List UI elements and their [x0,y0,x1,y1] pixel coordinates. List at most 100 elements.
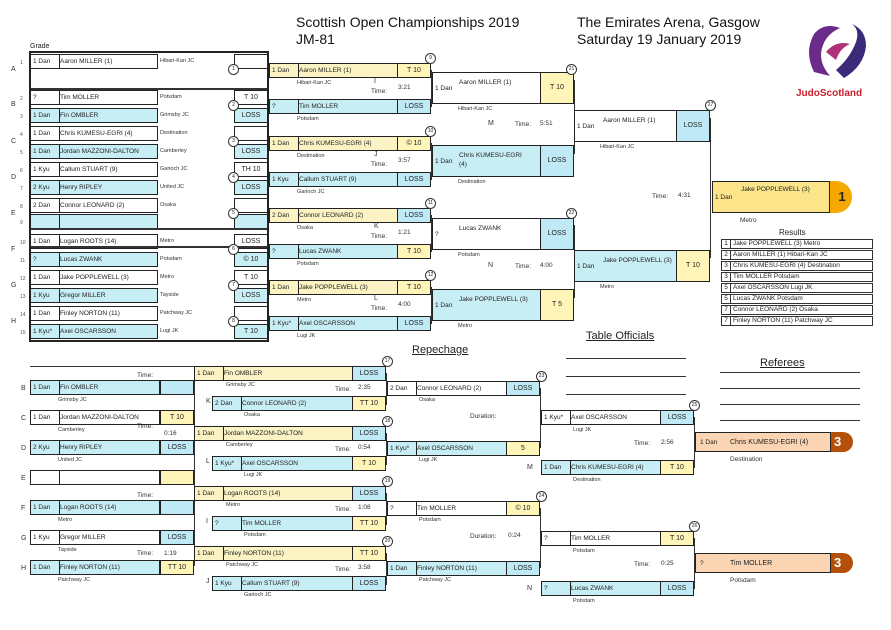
bronze-bottom-name: Lucas ZWANK [571,585,614,592]
pool-divider [30,228,268,230]
result-place: 7 [722,306,731,314]
bronze-top-name: Tim MOLLER [571,535,611,542]
rep-r3-score: © 10 [506,501,540,516]
r2-bottom: 1 Kyu*Axel OSCARSSON [269,316,401,331]
time-label: Time: [515,121,532,128]
entrant-club: Destination [160,130,188,136]
rep-time-label: Time: [335,566,352,573]
entrant-club: Tayside [160,292,179,298]
bracket-line [431,70,432,107]
result-place: 3 [722,262,731,270]
gold-place: 1 [838,189,846,204]
r2-top-score: T 10 [397,280,431,295]
rep-r2-top-club: Camberley [226,442,253,448]
seed-number: 4 [20,132,23,138]
bronze-top-score: T 10 [660,531,694,546]
r2-top-grade: 1 Dan [270,281,299,294]
finalist-grade: 1 Dan [577,263,595,270]
bronze-winner-name: Chris KUMESU-EGRI (4) [730,439,809,446]
r2-bottom-score: LOSS [397,316,431,331]
entrant-club: Grimsby JC [160,112,189,118]
r2-bottom-name: Lucas ZWANK [299,248,342,255]
entrant-row: 1 Kyu*Axel OSCARSSON [30,324,158,339]
rep-r3-player-name: Tim MOLLER [417,505,457,512]
rep-r2-top-grade: 1 Dan [195,367,224,380]
semi-match-letter: N [488,262,494,269]
result-entry: Lucas ZWANK Potsdam [733,295,803,302]
r2-top-score: T 10 [397,63,431,78]
signature-line [566,394,686,395]
rep-r2-bottom-score: LOSS [352,576,386,591]
pool-letter-h: H [11,318,17,325]
entrant-row-grade: 1 Dan [31,307,60,320]
finalist-name: Aaron MILLER (1) [603,117,656,124]
entrant-row-name: Jordan MAZZONI-DALTON [60,148,139,155]
match-letter: J [374,151,378,158]
r3-score: LOSS [540,145,574,177]
bronze-place: 3 [834,555,842,570]
rep-entrant-club: Patchway JC [58,577,91,583]
rep-r1-score: TT 10 [160,560,194,575]
match-time: 3:21 [398,84,411,91]
event-date: Saturday 19 January 2019 [577,31,742,47]
bronze-bottom-grade: 1 Dan [542,461,571,474]
bronze-top: 1 Kyu*Axel OSCARSSON [541,410,661,425]
match-number-badge: 4 [228,172,239,183]
r2-top-grade: 1 Dan [270,137,299,150]
r2-bottom: ?Lucas ZWANK [269,244,401,259]
r2-bottom-club: Lugi JK [297,333,316,339]
rep-r2-time: 0:54 [358,444,371,451]
seed-number: 12 [20,276,26,282]
r3-grade: ? [435,231,439,238]
entrant-club: Camberley [160,148,187,154]
finalist-name: Jake POPPLEWELL (3) [603,257,672,264]
entrant-row-grade: 1 Kyu [31,163,60,176]
r3-club: Potsdam [458,252,480,258]
seed-number: 9 [20,220,23,226]
bronze-top-club: Lugi JK [573,427,592,433]
duration-label: Duration: [470,533,497,540]
bracket-line [710,118,711,258]
entrant-club: Osaka [160,202,176,208]
rep-r1-score [160,380,194,395]
match-number-badge: 24 [536,491,547,502]
r2-top-grade: 1 Dan [270,64,299,77]
signature-line [720,388,860,389]
rep-r2-bottom-club: Potsdam [244,532,266,538]
bronze-bottom-club: Potsdam [573,598,595,604]
match-number-badge: 25 [689,400,700,411]
entrant-row-name: Chris KUMESU-EGRI (4) [60,130,133,137]
rep-entrant-grade: 1 Dan [31,411,60,424]
winner-name: Jake POPPLEWELL (3) [741,186,810,193]
match-letter: L [374,295,378,302]
result-place: 1 [722,240,731,248]
rep-entrant-club: Camberley [58,427,85,433]
seed-number: 11 [20,258,26,264]
seed-number: 8 [20,204,23,210]
r3-score: T 10 [540,72,574,104]
bracket-line [431,287,432,324]
r3-name: Jake POPPLEWELL (3) [459,296,528,303]
bronze-winner-grade: ? [700,560,704,567]
bronze-bottom-score: T 10 [660,460,694,475]
pool-divider [30,88,268,90]
rep-r2-top-score: TT 10 [352,546,386,561]
semi-time: 4:00 [540,262,553,269]
entrant-row-name: Lucas ZWANK [60,256,103,263]
r3-club: Destination [458,179,486,185]
rep-r3-club: Potsdam [419,517,441,523]
result-entry: Aaron MILLER (1) Hibari-Kan JC [733,251,828,258]
rep-match-letter: J [206,578,210,585]
rep-entrant-name: Finley NORTON (11) [60,564,120,571]
match-number-badge: 17 [382,356,393,367]
bronze-match-letter: M [527,464,533,471]
rep-r3-player-name: Finley NORTON (11) [417,565,477,572]
bronze-top-score: LOSS [660,410,694,425]
